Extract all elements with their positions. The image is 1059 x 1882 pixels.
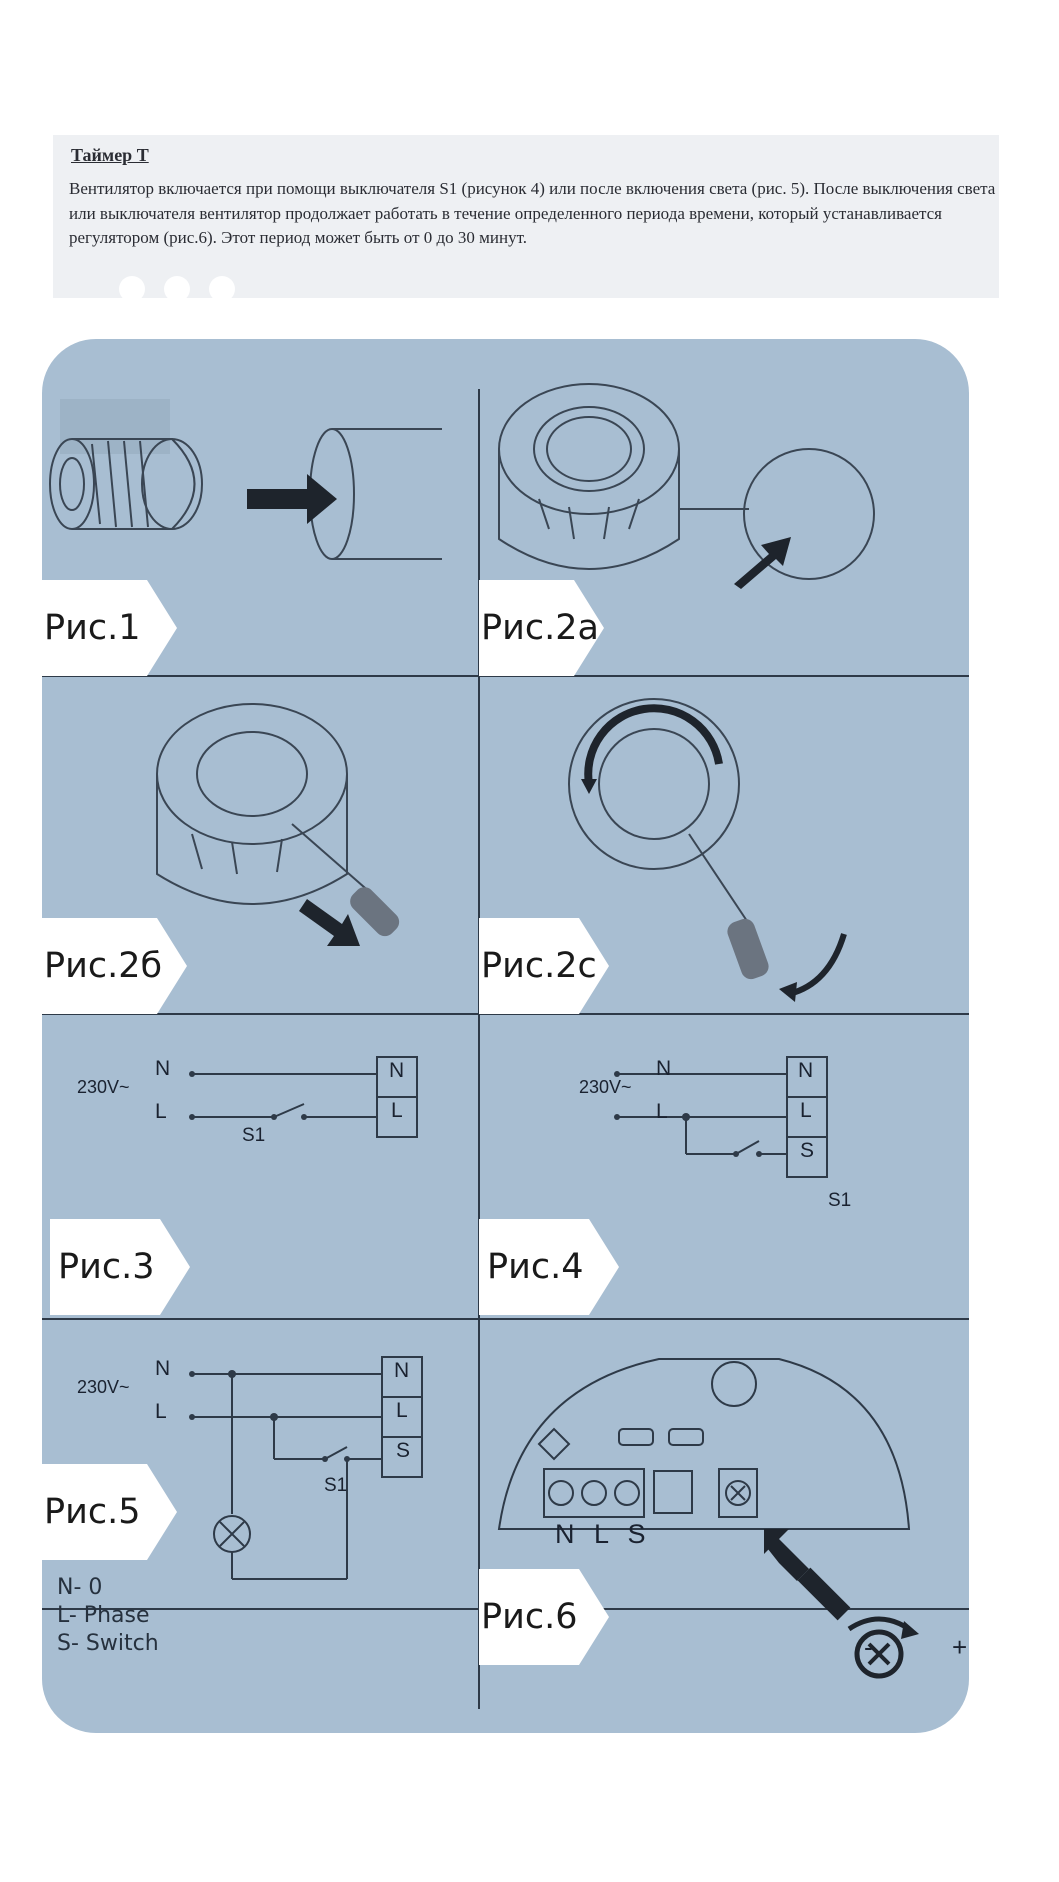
manual-photo-panel: Рис.1 Рис.2а Рис.2б — [42, 339, 969, 1733]
regulator-plus: + — [952, 1632, 968, 1662]
voltage-label: 230V~ — [77, 1377, 130, 1397]
switch-label: S1 — [828, 1190, 852, 1211]
terminal-l: L — [800, 1099, 812, 1122]
fan-rotate-illustration — [568, 698, 847, 1002]
legend: N- 0 L- Phase S- Switch — [57, 1574, 159, 1658]
switch-label: S1 — [242, 1125, 266, 1146]
wiring-diagram-3 — [189, 1056, 418, 1138]
dot-icon — [119, 276, 145, 302]
figure-label-1: Рис.1 — [42, 580, 179, 676]
overlay-dots — [119, 276, 254, 307]
timer-description: Вентилятор включается при помощи выключа… — [69, 179, 996, 247]
fan-screwdriver-illustration — [156, 703, 400, 946]
figure-label-2b: Рис.2б — [42, 918, 189, 1014]
terminal-n: N — [389, 1059, 405, 1082]
terminal-l: L — [391, 1099, 403, 1122]
wire-label-n: N — [155, 1057, 171, 1080]
terminal-n: N — [394, 1359, 410, 1382]
figure-label-5: Рис.5 — [42, 1464, 179, 1560]
dot-icon — [164, 276, 190, 302]
figure-label-3: Рис.3 — [50, 1219, 192, 1315]
voltage-label: 230V~ — [77, 1077, 130, 1097]
fan-insert-illustration — [49, 428, 442, 560]
dot-icon — [209, 276, 235, 302]
terminal-n: N — [798, 1059, 814, 1082]
figure-label-2c: Рис.2с — [479, 918, 611, 1014]
regulator-minus: - — [864, 1632, 873, 1662]
terminal-l: L — [396, 1399, 408, 1422]
regulator-board-illustration — [497, 1358, 919, 1679]
legend-s: S- Switch — [57, 1631, 159, 1656]
voltage-label: 230V~ — [579, 1077, 632, 1097]
legend-n: N- 0 — [57, 1575, 103, 1600]
terminal-s: S — [396, 1439, 411, 1462]
legend-l: L- Phase — [57, 1603, 150, 1628]
wiring-diagram-4 — [614, 1056, 828, 1178]
timer-text-block: Таймер Т Вентилятор включается при помощ… — [53, 135, 999, 302]
wire-label-l: L — [656, 1100, 668, 1123]
wire-label-l: L — [155, 1100, 167, 1123]
wire-label-n: N — [155, 1357, 171, 1380]
timer-heading: Таймер Т — [71, 145, 149, 165]
switch-label: S1 — [324, 1475, 348, 1496]
fan-clip-illustration — [498, 383, 875, 589]
wiring-diagram-5 — [189, 1356, 423, 1580]
figure-label-2a: Рис.2а — [479, 580, 606, 676]
terminal-labels: N L S — [555, 1519, 652, 1549]
terminal-s: S — [800, 1139, 815, 1162]
wire-label-l: L — [155, 1400, 167, 1423]
wire-label-n: N — [656, 1057, 672, 1080]
figure-label-6: Рис.6 — [479, 1569, 611, 1665]
figure-label-4: Рис.4 — [479, 1219, 621, 1315]
